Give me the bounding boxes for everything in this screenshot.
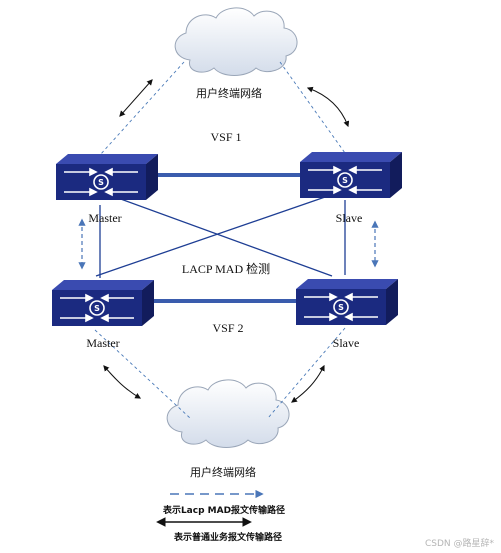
cloud-top bbox=[174, 7, 298, 76]
access-dashed-lines bbox=[94, 61, 346, 419]
legend: 表示Lacp MAD报文传输路径 表示普通业务报文传输路径 bbox=[156, 489, 285, 543]
cloud-bottom-label: 用户终端网络 bbox=[190, 465, 256, 479]
switch-vsf2-slave: S bbox=[296, 279, 398, 325]
vsf2-slave-label: Slave bbox=[333, 336, 360, 350]
vsf1-slave-label: Slave bbox=[336, 211, 363, 225]
svg-text:S: S bbox=[342, 176, 348, 185]
svg-text:S: S bbox=[338, 303, 344, 312]
watermark: CSDN @路星辞* bbox=[425, 537, 495, 549]
mad-label-bg bbox=[166, 260, 286, 276]
lacp-mad-label: LACP MAD 检测 bbox=[182, 261, 270, 276]
switch-vsf1-slave: S bbox=[300, 152, 402, 198]
cloud-bottom bbox=[166, 379, 290, 448]
lacp-mad-links bbox=[95, 195, 346, 278]
vsf-links bbox=[150, 173, 308, 303]
svg-text:S: S bbox=[98, 178, 104, 187]
vsf2-master-label: Master bbox=[86, 336, 119, 350]
service-path-arrows bbox=[103, 79, 350, 403]
vsf2-label: VSF 2 bbox=[212, 321, 243, 335]
svg-text:S: S bbox=[94, 304, 100, 313]
mad-path-arrows bbox=[78, 218, 379, 270]
vsf1-label: VSF 1 bbox=[210, 130, 241, 144]
cloud-top-label: 用户终端网络 bbox=[196, 86, 262, 100]
legend-service-label: 表示普通业务报文传输路径 bbox=[173, 531, 282, 543]
switch-vsf2-master: S bbox=[52, 280, 154, 326]
switch-vsf1-master: S bbox=[56, 154, 158, 200]
legend-mad-label: 表示Lacp MAD报文传输路径 bbox=[162, 504, 285, 516]
vsf1-master-label: Master bbox=[88, 211, 121, 225]
